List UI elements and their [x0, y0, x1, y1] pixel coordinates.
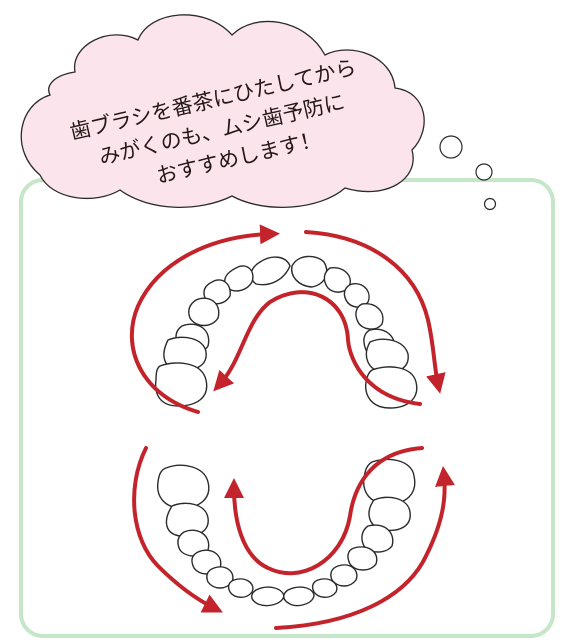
speech-cloud — [20, 14, 425, 208]
tooth-upper-canine-right — [343, 283, 370, 308]
green-frame — [19, 178, 555, 638]
tooth-lower-premolar-1-right — [347, 546, 378, 571]
tooth-lower-lateral-right — [311, 578, 338, 598]
tooth-upper-molar-1-left — [163, 336, 207, 372]
tooth-lower-canine-right — [330, 564, 358, 587]
brushing-arrows — [129, 224, 455, 630]
tooth-lower-molar-1-right — [368, 496, 411, 532]
tooth-lower-incisor-left — [251, 586, 285, 607]
tooth-lower-lateral-left — [227, 578, 254, 598]
tooth-upper-canine-left — [203, 279, 231, 305]
arrow-lower-outer-right — [274, 466, 455, 630]
thought-dot-small — [483, 197, 497, 211]
tooth-upper-premolar-1-left — [188, 297, 220, 327]
tooth-lower-molar-2-left — [157, 464, 210, 509]
tooth-lower-incisor-right — [283, 586, 315, 607]
tooth-upper-lateral-left — [224, 265, 254, 292]
arrow-upper-inner — [213, 290, 422, 406]
tooth-upper-premolar-1-right — [355, 303, 384, 330]
thought-dot-medium — [475, 163, 493, 181]
tooth-lower-premolar-2-right — [361, 524, 394, 553]
lower-jaw — [157, 458, 416, 607]
tooth-upper-molar-2-left — [154, 362, 208, 407]
arrow-lower-outer-left — [132, 446, 223, 613]
upper-jaw — [154, 255, 418, 409]
thought-dot-large — [439, 135, 463, 159]
arrow-lower-inner — [224, 446, 424, 576]
tooth-upper-lateral-right — [323, 267, 351, 293]
arrow-upper-outer-left — [129, 224, 280, 414]
tooth-lower-canine-left — [206, 566, 234, 589]
arrow-upper-outer-right — [304, 230, 446, 394]
